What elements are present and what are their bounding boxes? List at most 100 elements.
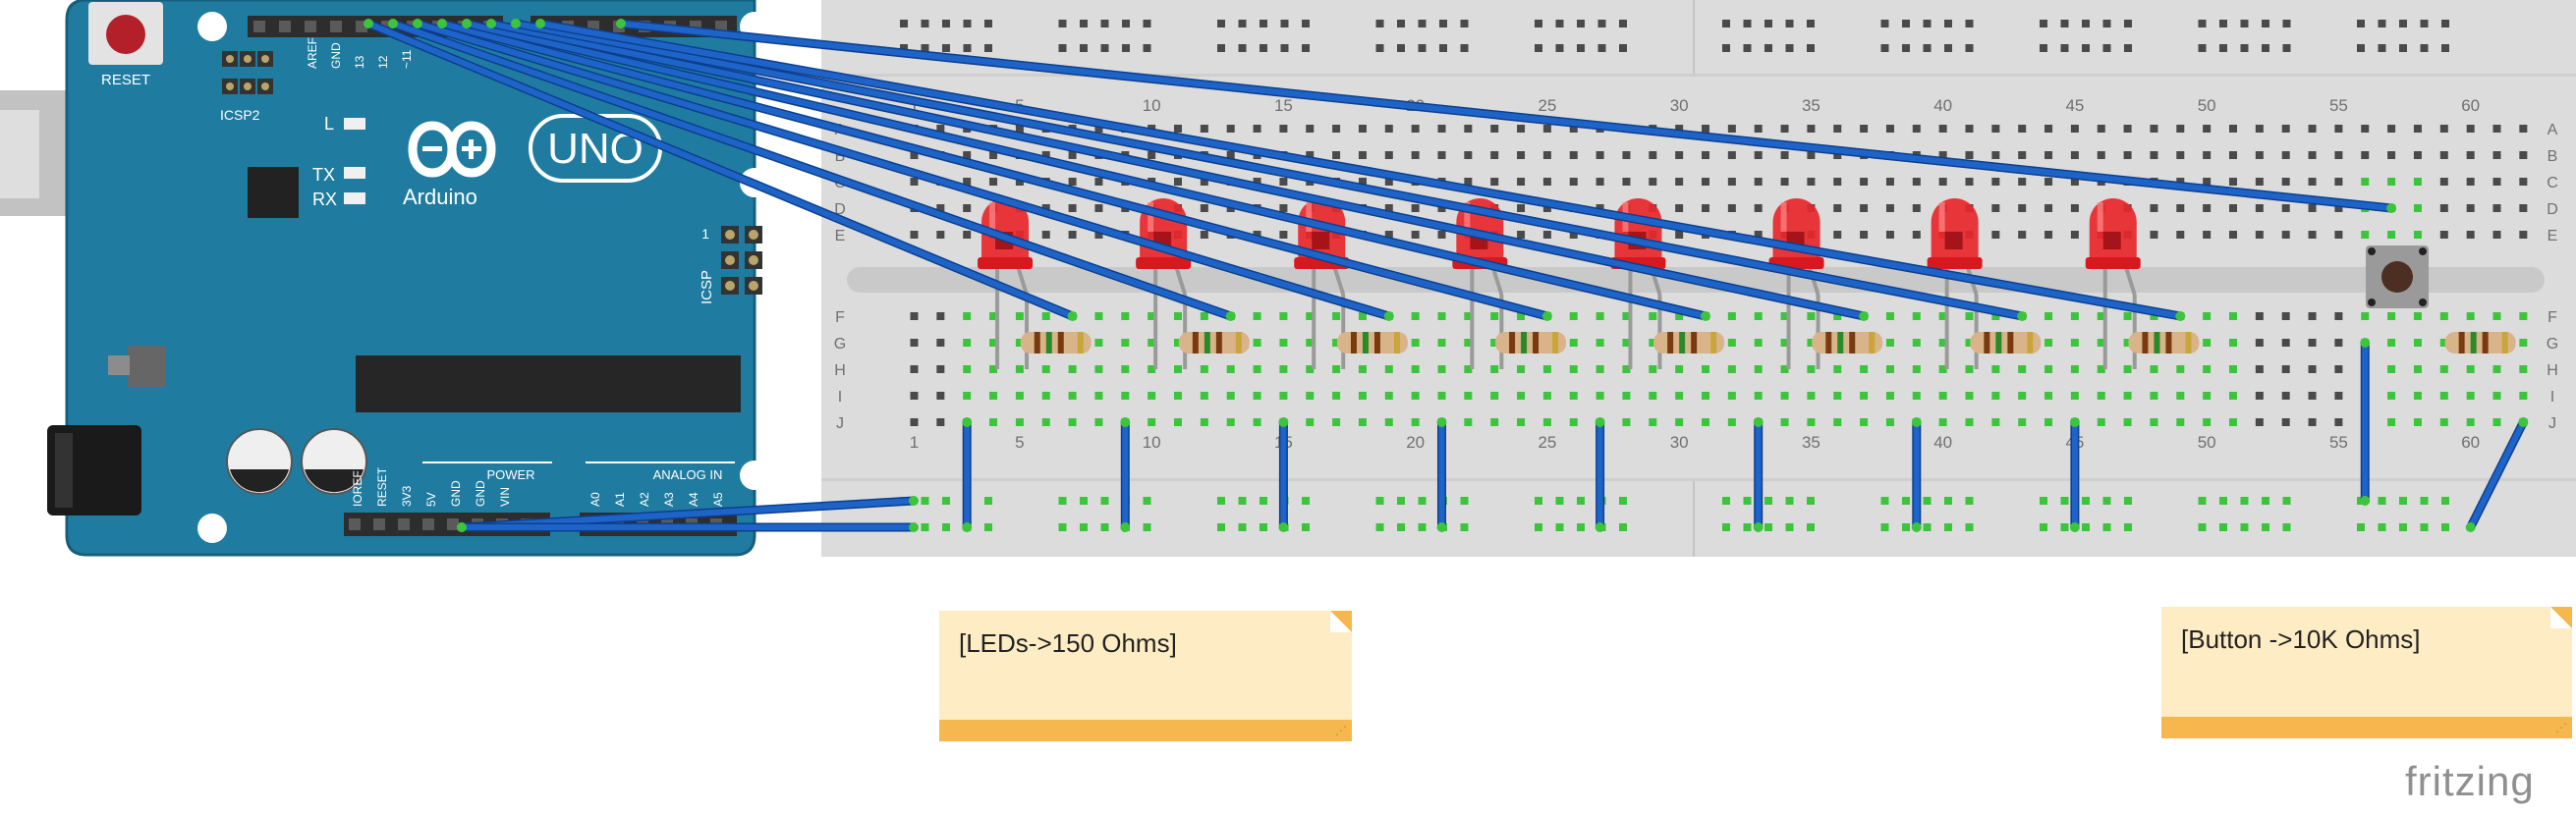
rail-hole — [963, 20, 972, 27]
terminal-hole — [2334, 125, 2343, 133]
terminal-hole — [1121, 365, 1130, 373]
icsp2-label: ICSP2 — [220, 107, 260, 123]
reset-label: RESET — [101, 72, 150, 88]
wire-end — [616, 19, 626, 28]
rail-hole — [2198, 497, 2207, 505]
terminal-hole — [2150, 151, 2158, 159]
header-pin — [398, 518, 410, 530]
rail-hole — [1555, 497, 1564, 505]
wire-end — [1436, 417, 1447, 427]
rail-hole — [1080, 20, 1088, 27]
terminal-hole — [1253, 125, 1261, 133]
terminal-hole — [910, 151, 919, 159]
led-body — [2089, 198, 2137, 263]
header-pin — [373, 518, 385, 530]
rail-hole — [1577, 44, 1585, 52]
rail-hole — [2420, 20, 2429, 27]
terminal-hole — [2281, 365, 2290, 373]
rail-hole — [2102, 20, 2111, 27]
terminal-hole — [1542, 151, 1551, 159]
terminal-hole — [2123, 365, 2132, 373]
rail-hole — [1238, 497, 1247, 505]
terminal-hole — [1306, 312, 1315, 320]
rail-hole — [1238, 523, 1247, 531]
terminal-hole — [1174, 178, 1182, 186]
terminal-hole — [2229, 339, 2237, 347]
led-body — [1931, 198, 1979, 263]
terminal-hole — [1542, 418, 1551, 426]
icsp-pin-pad — [725, 230, 735, 240]
terminal-hole — [1384, 125, 1393, 133]
rail-hole — [1397, 44, 1405, 52]
terminal-hole — [1833, 125, 1842, 133]
terminal-hole — [2492, 392, 2501, 400]
wire-end — [2360, 338, 2371, 348]
terminal-hole — [1490, 178, 1499, 186]
terminal-hole — [2387, 418, 2396, 426]
resistor-band — [1825, 332, 1832, 353]
terminal-hole — [1675, 365, 1684, 373]
resistor-band — [1373, 332, 1380, 353]
icsp-pin-pad — [749, 230, 758, 240]
terminal-hole — [1490, 151, 1499, 159]
terminal-hole — [2308, 178, 2317, 186]
terminal-hole — [1542, 392, 1551, 400]
terminal-hole — [2070, 125, 2079, 133]
terminal-hole — [1675, 418, 1684, 426]
analog-pin-label: A4 — [687, 492, 700, 507]
rail-hole — [2441, 44, 2449, 52]
rail-hole — [1100, 523, 1109, 531]
terminal-hole — [1912, 339, 1921, 347]
arduino-logo-right-icon — [447, 121, 496, 178]
terminal-hole — [2387, 339, 2396, 347]
header-pin — [422, 518, 434, 530]
terminal-hole — [2018, 365, 2027, 373]
terminal-hole — [910, 418, 919, 426]
terminal-hole — [2255, 178, 2264, 186]
terminal-hole — [1226, 151, 1235, 159]
wire-end — [2017, 311, 2028, 321]
terminal-hole — [1174, 418, 1182, 426]
rail-hole — [984, 497, 992, 505]
terminal-hole — [2018, 392, 2027, 400]
wire-end — [2069, 417, 2080, 427]
rail-hole — [1260, 497, 1267, 505]
terminal-hole — [1253, 392, 1261, 400]
terminal-hole — [1148, 151, 1156, 159]
terminal-hole — [2334, 178, 2343, 186]
terminal-hole — [2519, 178, 2528, 186]
terminal-hole — [2176, 151, 2185, 159]
icsp-label: ICSP — [699, 270, 715, 304]
terminal-hole — [1384, 392, 1393, 400]
terminal-hole — [2203, 418, 2212, 426]
terminal-hole — [1015, 125, 1024, 133]
rail-hole — [2282, 44, 2291, 52]
terminal-hole — [2281, 231, 2290, 239]
terminal-hole — [1226, 365, 1235, 373]
terminal-hole — [2492, 312, 2501, 320]
terminal-hole — [1727, 125, 1736, 133]
terminal-hole — [2281, 178, 2290, 186]
terminal-hole — [1358, 151, 1367, 159]
terminal-hole — [1253, 365, 1261, 373]
note-button: [Button ->10K Ohms] ⋰ — [2161, 607, 2572, 738]
terminal-hole — [1965, 418, 1974, 426]
terminal-hole — [1148, 392, 1156, 400]
row-letter: F — [2548, 309, 2557, 326]
terminal-hole — [2413, 231, 2422, 239]
resistor-band — [2027, 332, 2034, 353]
rail-hole — [1375, 523, 1384, 531]
rail-hole — [1764, 497, 1772, 505]
rail-hole — [2441, 523, 2449, 531]
terminal-hole — [910, 178, 919, 186]
terminal-hole — [2334, 204, 2343, 212]
terminal-hole — [1332, 339, 1341, 347]
terminal-hole — [1200, 231, 1208, 239]
terminal-hole — [2044, 204, 2053, 212]
terminal-hole — [1596, 151, 1604, 159]
rail-hole — [1143, 44, 1151, 52]
rail-hole — [1280, 44, 1289, 52]
rail-hole — [2124, 497, 2132, 505]
rail-hole — [2240, 523, 2249, 531]
terminal-hole — [1860, 418, 1869, 426]
